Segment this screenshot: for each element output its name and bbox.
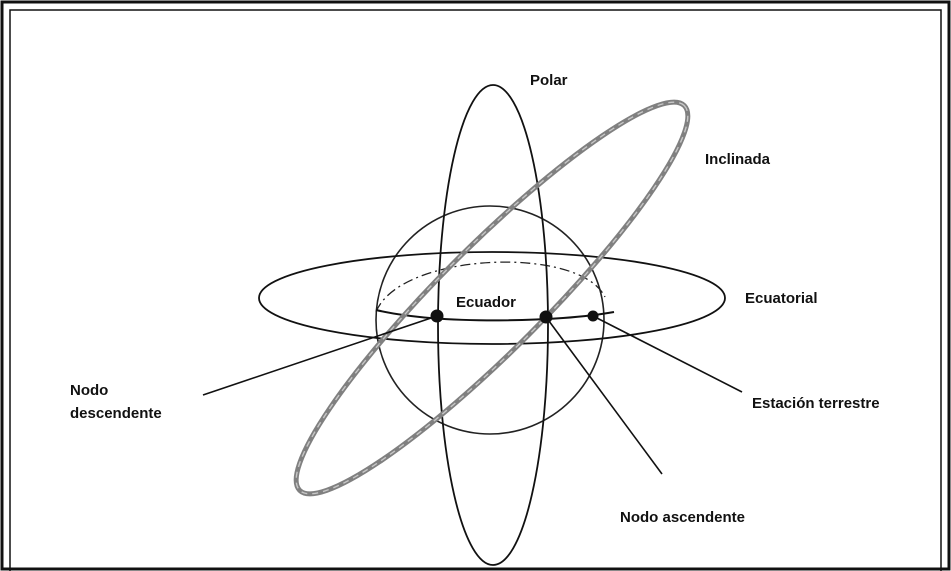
descending-node-leader: [203, 316, 437, 395]
equator-front-arc: [376, 310, 614, 320]
label-nodo-descendente-line1: Nodo: [70, 382, 108, 399]
label-ecuador: Ecuador: [456, 294, 516, 311]
ascending-node-leader: [546, 317, 662, 474]
label-inclinada: Inclinada: [705, 151, 771, 168]
polar-orbit: [438, 85, 548, 565]
label-polar: Polar: [530, 72, 568, 89]
label-nodo-ascendente: Nodo ascendente: [620, 509, 745, 526]
label-nodo-descendente-line2: descendente: [70, 405, 162, 422]
label-estacion-terrestre: Estación terrestre: [752, 395, 880, 412]
label-ecuatorial: Ecuatorial: [745, 290, 818, 307]
